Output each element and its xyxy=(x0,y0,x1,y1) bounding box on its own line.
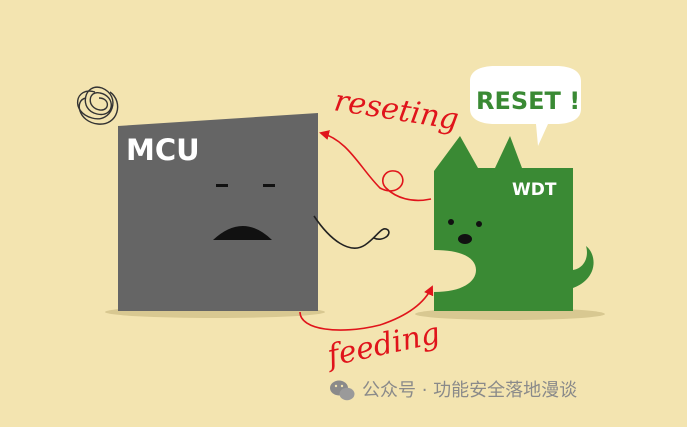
confusion-scribble-icon xyxy=(76,86,119,125)
reseting-label: reseting xyxy=(332,83,461,137)
mcu-body xyxy=(118,113,318,311)
mcu-right-eye xyxy=(263,184,275,187)
speech-bubble: RESET ! xyxy=(470,66,581,146)
wdt-left-eye xyxy=(448,219,454,225)
watermark-text: 公众号 · 功能安全落地漫谈 xyxy=(362,380,577,401)
wdt-character: WDT xyxy=(434,136,594,311)
feeding-arrow xyxy=(299,285,434,331)
wdt-label: WDT xyxy=(512,180,557,200)
mcu-label: MCU xyxy=(126,133,200,167)
wechat-icon xyxy=(330,380,355,401)
speech-bubble-text: RESET ! xyxy=(476,87,580,115)
wdt-nose xyxy=(458,234,472,244)
wechat-watermark: 公众号 · 功能安全落地漫谈 xyxy=(330,380,577,401)
reseting-arrow xyxy=(319,130,432,202)
wdt-body xyxy=(434,136,594,311)
mcu-mouth xyxy=(213,226,272,240)
mcu-character: MCU xyxy=(118,113,390,311)
mcu-left-eye xyxy=(216,184,228,187)
wdt-right-eye xyxy=(476,221,482,227)
mcu-tail xyxy=(313,215,390,249)
speech-bubble-shape xyxy=(470,66,581,146)
